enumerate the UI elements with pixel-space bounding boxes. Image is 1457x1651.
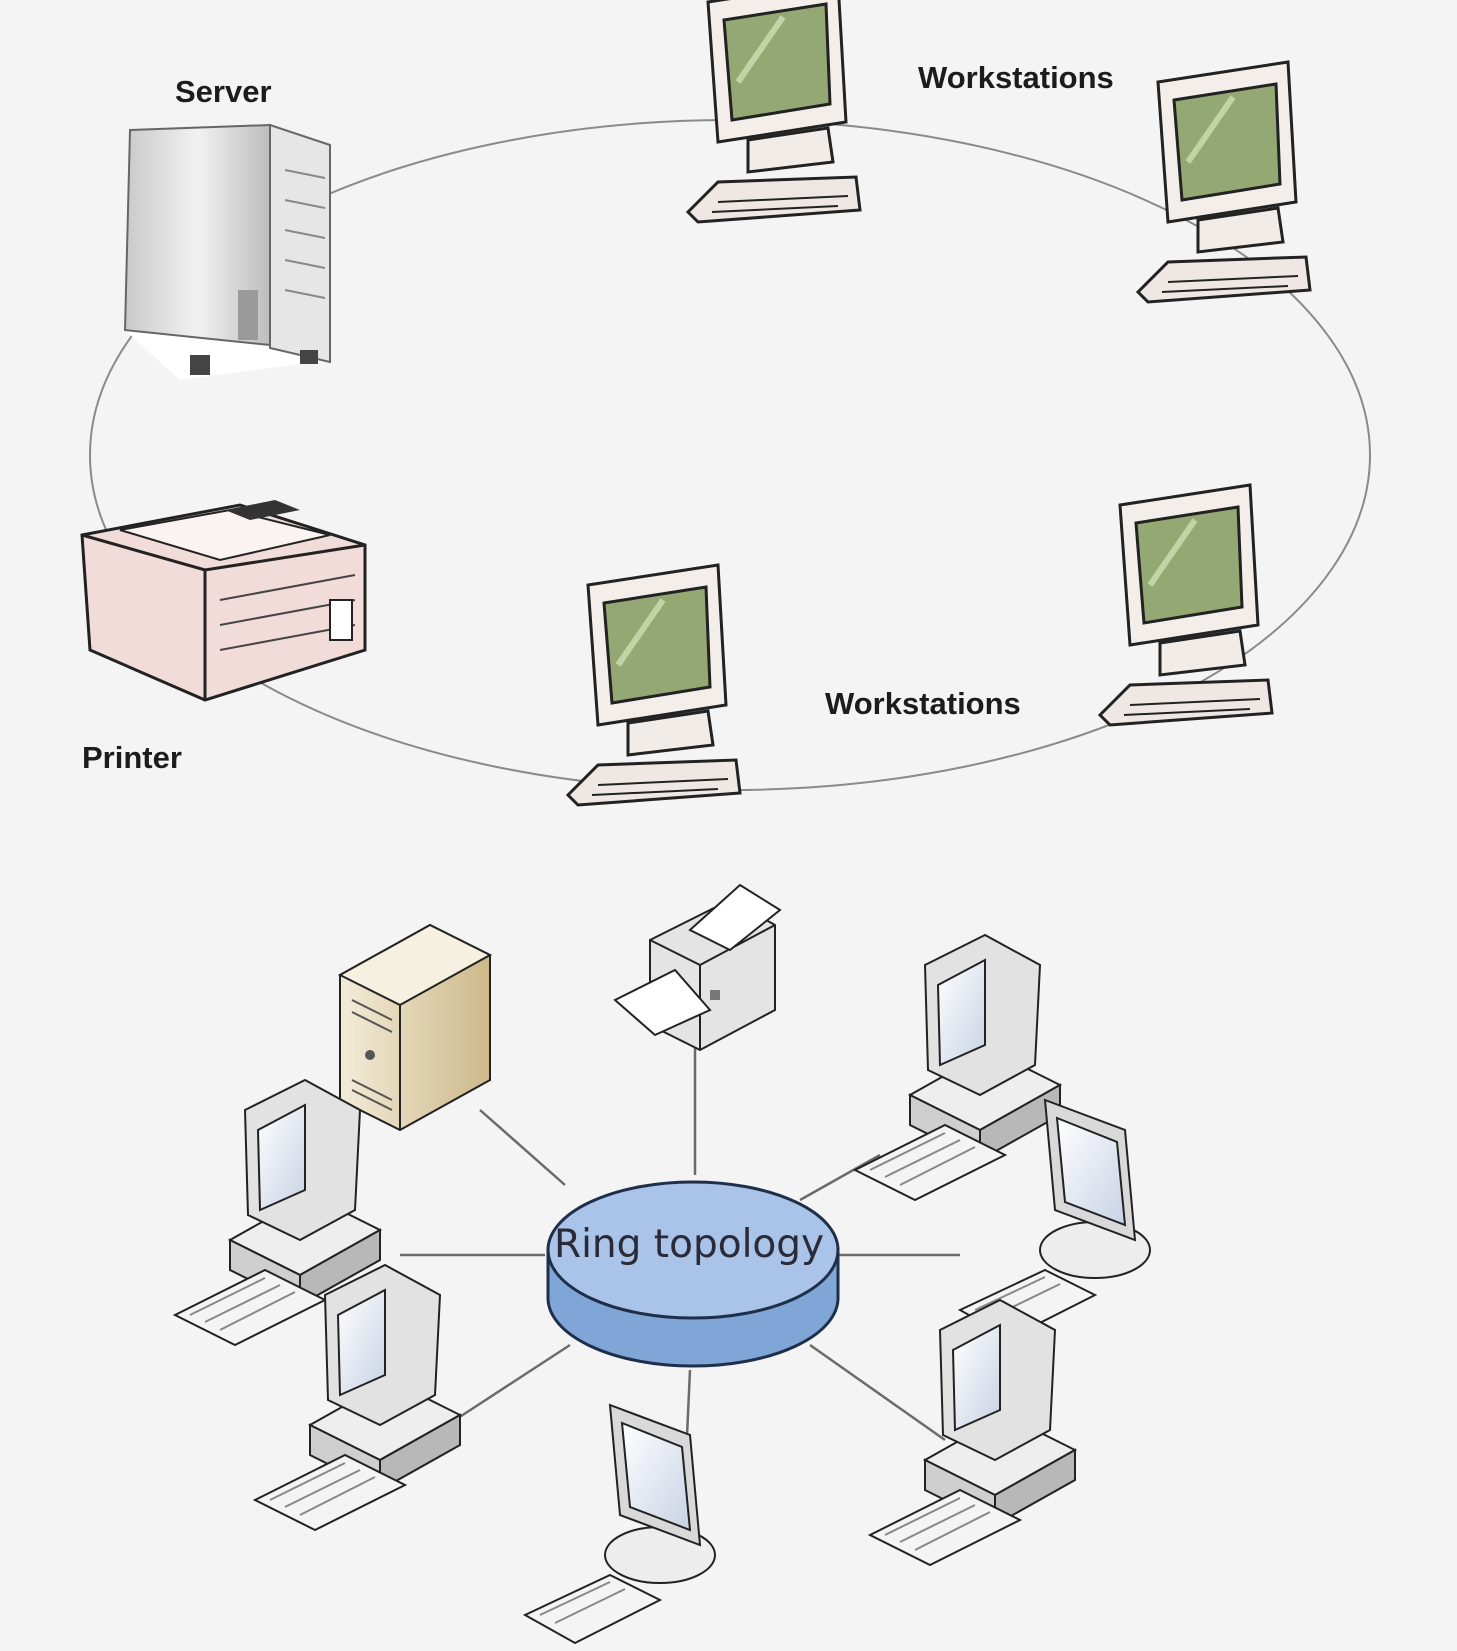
workstation-bottom-center-icon	[568, 565, 740, 805]
server-tower-icon	[337, 923, 493, 1132]
workstation-top-right-icon	[1138, 62, 1310, 302]
desktop-top-right-icon	[854, 934, 1061, 1201]
workstation-top-center-icon	[688, 0, 860, 222]
ring-hub-icon	[546, 1180, 840, 1368]
workstation-bottom-right-icon	[1100, 485, 1272, 725]
monitor-bottom-icon	[524, 1404, 716, 1644]
network-printer-icon	[613, 883, 782, 1052]
desktop-bottom-right-icon	[869, 1299, 1076, 1566]
hub-label: Ring topology	[554, 1222, 825, 1267]
hub-links	[400, 1040, 960, 1481]
server-label: Server	[175, 74, 272, 109]
workstations-bottom-label: Workstations	[825, 686, 1021, 721]
printer-icon	[80, 500, 367, 702]
server-icon	[123, 123, 331, 380]
printer-label: Printer	[82, 740, 182, 775]
workstations-top-label: Workstations	[918, 60, 1114, 95]
